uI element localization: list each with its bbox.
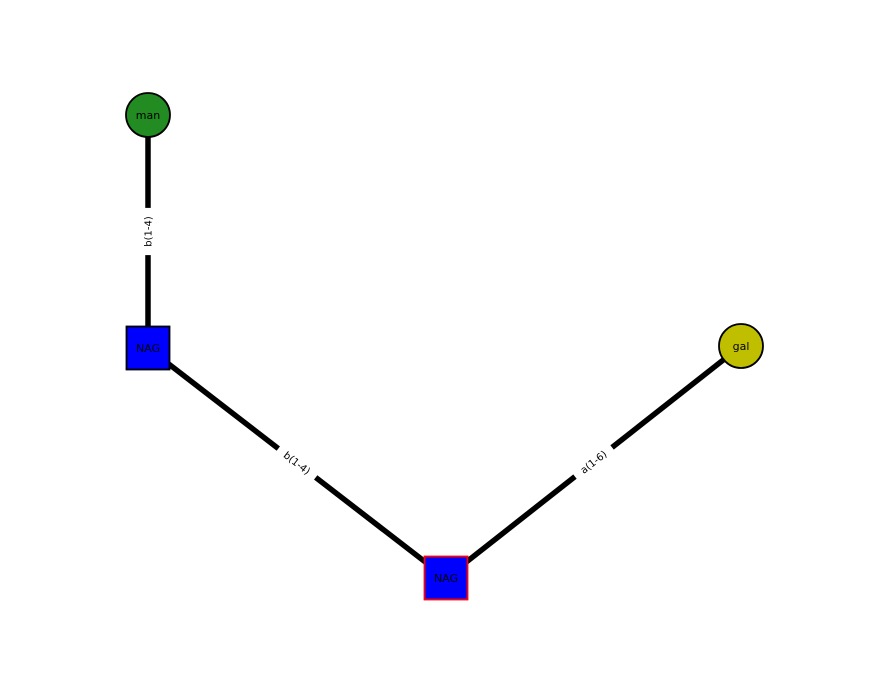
edge-label-bbox xyxy=(139,207,157,256)
edge-label: b(1-4) xyxy=(144,216,155,247)
edge-label-group-nag2-gal: a(1-6) xyxy=(569,440,618,484)
edge-label-group-man-nag1: b(1-4) xyxy=(139,207,157,256)
node-nag2 xyxy=(423,555,469,601)
edge-label-bbox xyxy=(273,441,321,485)
node-label-man: man xyxy=(136,109,160,122)
node-gal xyxy=(718,323,764,369)
node-label-nag2: NAG xyxy=(434,572,458,585)
node-nag1 xyxy=(125,325,171,371)
node-label-nag1: NAG xyxy=(136,342,160,355)
edge-label-bbox xyxy=(569,440,618,484)
node-man xyxy=(125,92,171,138)
node-label-gal: gal xyxy=(733,340,750,353)
edge-label-group-nag1-nag2: b(1-4) xyxy=(273,441,321,485)
